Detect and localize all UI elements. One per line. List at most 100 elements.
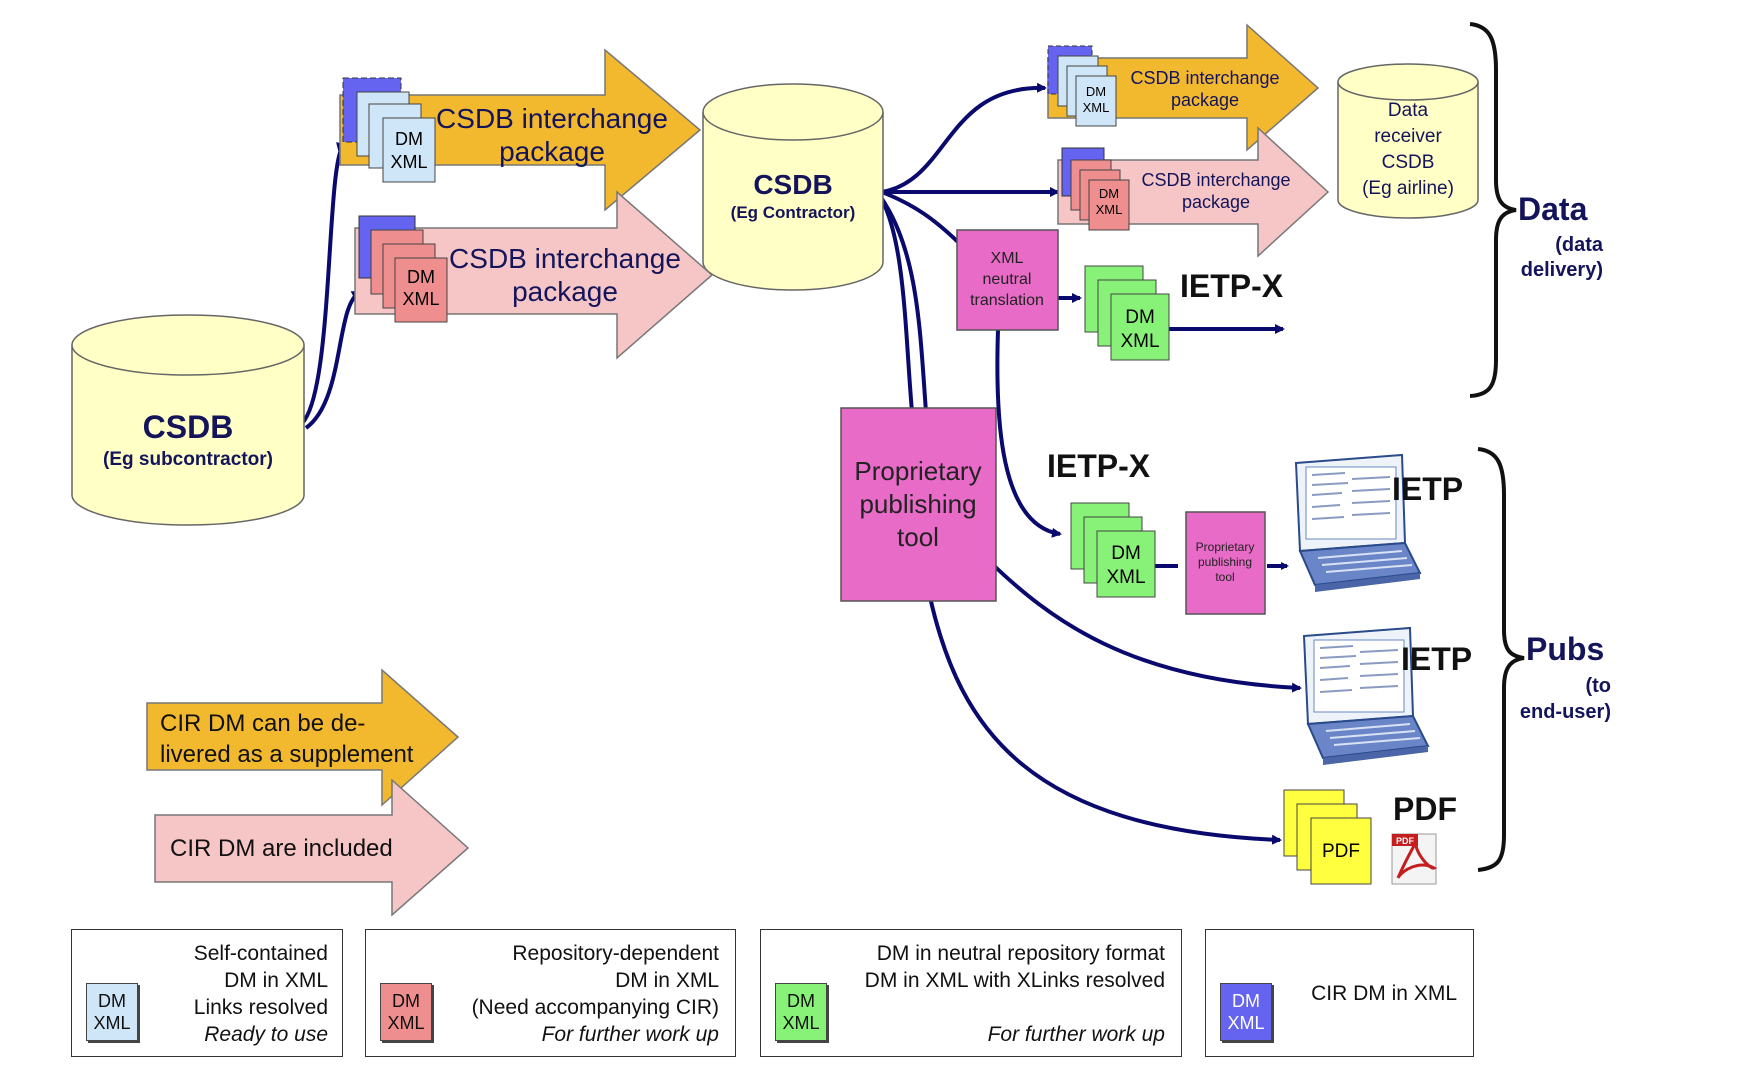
pdf-docs: PDF [1283,789,1372,885]
arrow-legend-supplement: CIR DM can be de- livered as a supplemen… [146,668,460,807]
doc-icon-line-2: XML [782,1013,820,1033]
laptop-icon [1302,626,1430,765]
csdb-contractor-title: CSDB [753,169,832,200]
connector-csdb-to-tool-2 [878,194,928,413]
pubs-brace [1477,447,1525,872]
package-label-2: package [512,276,618,307]
csdb-sub-subtitle: (Eg subcontractor) [103,449,273,470]
connector-sub-to-pink [304,290,362,430]
legend-line: Self-contained [193,942,328,965]
doc-icon-line-1: DM [392,991,420,1011]
ietp-label-top: IETP [1392,471,1463,507]
proprietary-publishing-tool-small: Proprietary publishing tool [1185,511,1266,615]
legend-spacer [865,994,1165,1021]
doc-label-1: DM [407,267,435,287]
csdb-subcontractor-cylinder: CSDB (Eg subcontractor) [71,314,305,526]
package-label-1: CSDB interchange [1130,68,1279,88]
package-arrow-orange-right: DM XML CSDB interchange package [1047,23,1320,152]
legend-italic: For further work up [541,1023,719,1046]
legend-line: Links resolved [193,996,328,1019]
doc-label-1: DM [1125,307,1155,328]
legend-italic: For further work up [987,1023,1165,1046]
doc-label-1: DM [1086,84,1106,99]
pdf-doc-label: PDF [1322,841,1360,862]
doc-icon: DM XML [775,983,827,1041]
doc-icon-line-1: DM [1232,991,1260,1011]
legend-line: DM in XML [615,969,719,992]
ietpx-top-label: IETP-X [1180,268,1284,304]
proprietary-line-3: tool [897,522,939,552]
included-label: CIR DM are included [170,835,393,862]
small-tool-line-3: tool [1215,570,1234,584]
translation-line-3: translation [970,292,1044,309]
doc-icon-line-2: XML [1227,1013,1265,1033]
package-label-1: CSDB interchange [436,103,668,134]
xml-neutral-translation-box: XML neutral translation [956,229,1059,331]
legend-line: DM in neutral repository format [876,942,1165,965]
small-tool-line-1: Proprietary [1196,540,1255,554]
doc-label-2: XML [402,289,439,309]
legend-line: CIR DM in XML [1311,982,1457,1005]
csdb-contractor-cylinder: CSDB (Eg Contractor) [702,83,884,291]
ietpx-top-docs: DM XML [1084,265,1170,361]
doc-icon-line-1: DM [98,991,126,1011]
legend-neutral-format: DM XML DM in neutral repository format D… [760,929,1182,1057]
doc-icon: DM XML [86,983,138,1041]
receiver-line-2: receiver [1374,126,1442,147]
package-label-2: package [499,136,605,167]
small-tool-line-2: publishing [1198,555,1252,569]
doc-label-2: XML [1106,567,1145,588]
doc-label-2: XML [390,152,427,172]
data-brace [1469,22,1517,398]
proprietary-line-2: publishing [859,489,976,519]
package-arrow-orange-left: DM XML CSDB interchange package [339,48,702,212]
data-receiver-cylinder: Data receiver CSDB (Eg airline) [1337,63,1479,219]
legend-text: DM in neutral repository format DM in XM… [865,940,1165,1048]
csdb-contractor-subtitle: (Eg Contractor) [731,203,856,222]
arrow-legend-included: CIR DM are included [154,778,470,917]
doc-icon-line-2: XML [93,1013,131,1033]
connectors [298,82,1302,845]
receiver-line-4: (Eg airline) [1362,178,1454,199]
legend-repository-dependent: DM XML Repository-dependent DM in XML (N… [365,929,736,1057]
package-label-1: CSDB interchange [449,243,681,274]
connector-csdb-to-translation [881,190,960,244]
translation-line-2: neutral [983,271,1032,288]
connector-tool-to-ietp-lower [986,558,1302,693]
doc-label-2: XML [1120,331,1159,352]
connector-sub-to-orange [298,142,347,427]
legend-line: DM in XML [224,969,328,992]
package-arrow-pink-right: DM XML CSDB interchange package [1057,126,1330,258]
receiver-line-3: CSDB [1382,152,1435,173]
legend-italic: Ready to use [204,1023,328,1046]
legend-line: Repository-dependent [512,942,719,965]
connector-csdb-to-top-orange [881,82,1047,194]
data-group-sub-1: (data [1555,234,1604,256]
doc-label-1: DM [1099,186,1119,201]
doc-icon: DM XML [380,983,432,1041]
doc-label-1: DM [395,129,423,149]
legend-self-contained: DM XML Self-contained DM in XML Links re… [71,929,343,1057]
data-group-title: Data [1518,191,1588,227]
ietp-label-bottom: IETP [1401,641,1472,677]
doc-label-1: DM [1111,543,1141,564]
proprietary-line-1: Proprietary [854,456,981,486]
connector-tool-to-pdf [928,596,1282,845]
package-label-2: package [1171,90,1239,110]
doc-icon-line-2: XML [387,1013,425,1033]
legend-cir-dm: DM XML CIR DM in XML [1205,929,1474,1057]
supplement-line-2: livered as a supplement [160,741,414,768]
connector-csdb-to-tool-1 [878,195,914,413]
doc-label-2: XML [1096,202,1123,217]
ietpx-mid-label: IETP-X [1047,448,1151,484]
receiver-line-1: Data [1388,100,1429,121]
legend-line: (Need accompanying CIR) [471,996,719,1019]
doc-icon-line-1: DM [787,991,815,1011]
pdf-output-label: PDF [1393,791,1457,827]
pubs-group-sub-2: end-user) [1520,701,1611,723]
legend-line: DM in XML with XLinks resolved [864,969,1165,992]
translation-line-1: XML [991,250,1024,267]
data-group-sub-2: delivery) [1521,259,1603,281]
laptop-icon [1294,453,1422,592]
